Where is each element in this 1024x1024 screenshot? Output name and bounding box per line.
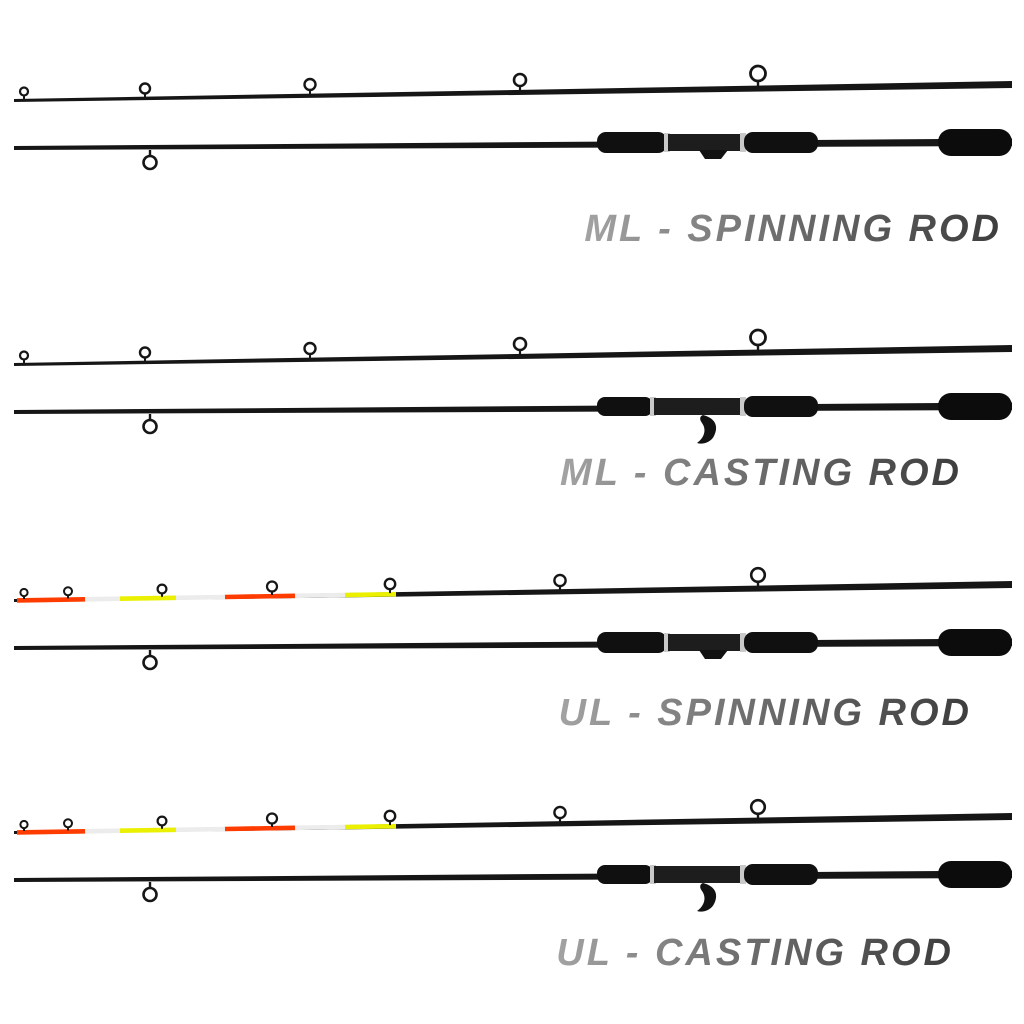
- rod-butt-section: [12, 127, 1014, 171]
- product-label-ml-casting: ML - CASTING ROD: [560, 452, 962, 494]
- product-label-ml-spinning: ML - SPINNING ROD: [584, 208, 1002, 250]
- product-label-ul-spinning: UL - SPINNING ROD: [558, 692, 972, 734]
- rod-tip-section: [14, 800, 1012, 834]
- product-ml-spinning-rod: ML - SPINNING ROD: [0, 0, 1024, 256]
- product-ml-casting-rod: ML - CASTING ROD: [0, 256, 1024, 512]
- rod-tip-section: [12, 328, 1014, 368]
- product-ul-casting-rod: UL - CASTING ROD: [0, 768, 1024, 1024]
- ul-casting-rod-image: [0, 768, 1024, 913]
- rod-butt-section: [12, 391, 1014, 445]
- rod-tip-section: [14, 568, 1012, 602]
- product-ul-spinning-rod: UL - SPINNING ROD: [0, 512, 1024, 768]
- rod-tip-section: [12, 64, 1014, 104]
- product-label-ul-casting: UL - CASTING ROD: [556, 932, 954, 974]
- rod-butt-section: [12, 627, 1014, 671]
- rod-butt-section: [12, 859, 1014, 913]
